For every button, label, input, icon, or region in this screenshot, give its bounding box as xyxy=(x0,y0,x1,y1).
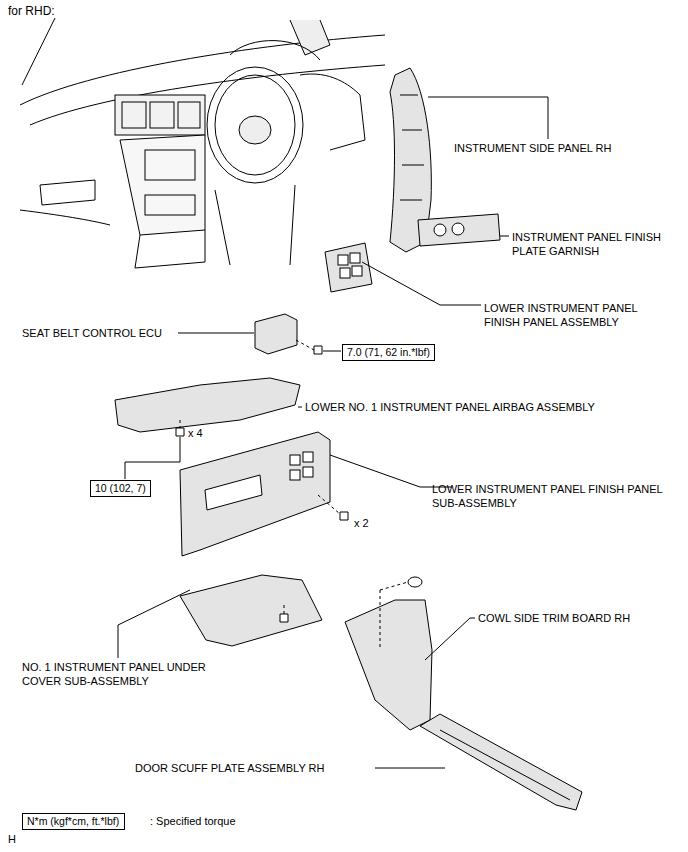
dashed-line xyxy=(318,495,340,514)
figure-code: H xyxy=(8,832,16,846)
console-shape xyxy=(135,230,205,268)
part-name: DOOR SCUFF PLATE ASSEMBLY RH xyxy=(135,761,325,775)
part-name: : Specified torque xyxy=(150,814,236,828)
part-detail xyxy=(290,470,300,480)
dashed-lines xyxy=(180,340,408,650)
bolt-symbol xyxy=(280,614,288,622)
vent-shape xyxy=(122,102,146,128)
cluster-hood xyxy=(230,41,320,60)
quantity-label: x 2 xyxy=(354,516,369,530)
part-detail xyxy=(303,452,313,462)
console-shape xyxy=(120,135,205,235)
dashed-line xyxy=(296,340,314,350)
leader-line xyxy=(428,97,548,139)
torque-value: 7.0 (71, 62 in.*lbf) xyxy=(347,346,430,359)
finish-panel-part xyxy=(180,432,330,556)
diagram-title: for RHD: xyxy=(8,4,55,18)
quantity-label: x 4 xyxy=(188,426,203,440)
scuff-plate-part xyxy=(420,714,582,810)
leader-line xyxy=(178,333,254,334)
bolt-symbol xyxy=(340,512,348,520)
leader-line xyxy=(125,437,180,479)
torque-box: N*m (kgf*cm, ft.*lbf) xyxy=(22,813,125,830)
dashed-line xyxy=(180,420,181,428)
part-name: COWL SIDE TRIM BOARD RH xyxy=(478,611,630,625)
part-name: INSTRUMENT SIDE PANEL RH xyxy=(454,141,612,155)
switch-panel-part xyxy=(325,243,372,292)
part-detail xyxy=(205,475,262,510)
part-name: LOWER NO. 1 INSTRUMENT PANEL AIRBAG ASSE… xyxy=(305,400,595,414)
console-panel xyxy=(145,195,195,215)
leader-line xyxy=(118,590,190,658)
steering-wheel xyxy=(207,67,303,183)
garnish-part xyxy=(418,214,500,246)
dash-line xyxy=(20,210,110,225)
torque-value: 10 (102, 7) xyxy=(95,482,146,495)
ecu-part xyxy=(255,314,297,354)
console-panel xyxy=(145,150,195,180)
part-detail xyxy=(290,455,300,465)
torque-box: 7.0 (71, 62 in.*lbf) xyxy=(342,344,435,361)
leader-line xyxy=(330,455,452,487)
part-detail xyxy=(338,255,348,265)
screen-shape xyxy=(115,95,205,135)
bolts xyxy=(176,346,348,622)
bolt-symbol xyxy=(176,428,184,436)
dashed-line xyxy=(380,582,408,650)
steering-wheel xyxy=(215,75,295,175)
column-line xyxy=(215,185,295,265)
leader-line xyxy=(323,351,341,352)
leader-line xyxy=(500,236,509,237)
leader-line xyxy=(298,407,302,408)
part-name: INSTRUMENT PANEL FINISH PLATE GARNISH xyxy=(512,230,684,258)
vent-shape xyxy=(178,102,200,128)
dashed-line xyxy=(284,605,285,614)
leader-line xyxy=(375,768,445,769)
part-detail xyxy=(350,253,360,263)
glovebox-handle xyxy=(40,180,95,205)
mirror-shape xyxy=(290,20,330,55)
part-name: SEAT BELT CONTROL ECU xyxy=(22,326,162,340)
dash-line xyxy=(300,74,365,150)
steering-hub xyxy=(239,116,271,144)
dashboard-view xyxy=(20,18,385,268)
part-detail xyxy=(434,224,446,236)
part-name: NO. 1 INSTRUMENT PANEL UNDER COVER SUB-A… xyxy=(22,660,238,688)
vent-shape xyxy=(150,102,174,128)
part-name: LOWER INSTRUMENT PANEL FINISH PANEL ASSE… xyxy=(484,301,666,329)
pillar-line xyxy=(22,18,55,85)
bolt-symbol xyxy=(314,346,322,354)
clip-symbol xyxy=(408,577,422,587)
cowl-trim-part xyxy=(345,600,432,730)
parts xyxy=(115,68,582,810)
under-cover-part xyxy=(180,575,322,646)
leader-line xyxy=(425,618,475,660)
part-detail xyxy=(352,266,362,276)
torque-box: 10 (102, 7) xyxy=(90,480,151,497)
leader-line xyxy=(362,262,481,305)
part-name: LOWER INSTRUMENT PANEL FINISH PANEL SUB-… xyxy=(432,482,684,510)
torque-value: N*m (kgf*cm, ft.*lbf) xyxy=(27,815,120,828)
part-detail xyxy=(440,730,570,800)
part-detail xyxy=(452,223,464,235)
part-detail xyxy=(400,95,424,200)
airbag-part xyxy=(115,378,300,432)
part-detail xyxy=(340,268,350,278)
part-detail xyxy=(303,467,313,477)
